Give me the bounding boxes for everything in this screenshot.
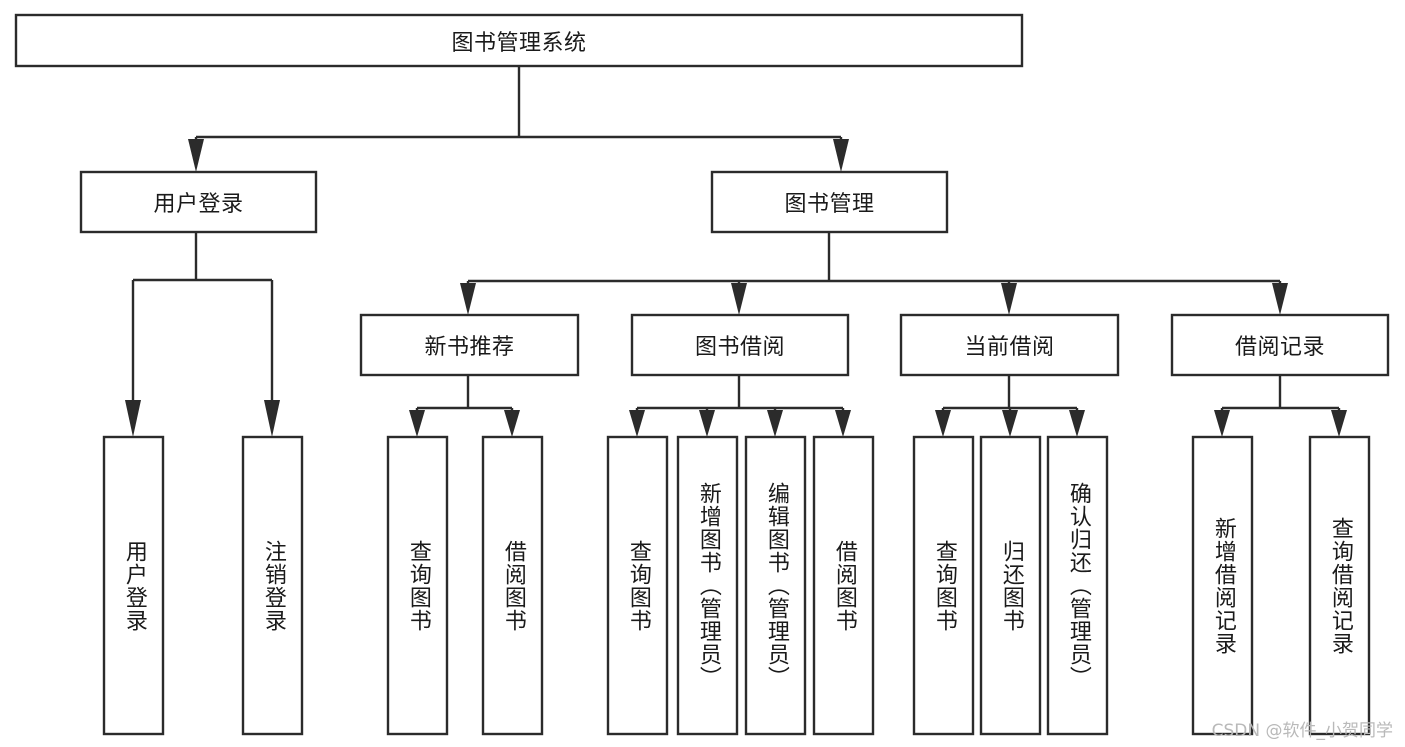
arrowhead-leaf-logout xyxy=(264,400,280,437)
node-box-leaf-edit-book[interactable] xyxy=(744,435,807,736)
node-box-leaf-query-book-c[interactable] xyxy=(912,435,975,736)
node-box-current-borrow[interactable] xyxy=(899,313,1120,377)
node-box-new-book-recommend[interactable] xyxy=(359,313,580,377)
node-box-leaf-logout[interactable] xyxy=(241,435,304,736)
node-box-leaf-add-book[interactable] xyxy=(676,435,739,736)
arrowhead-leaf-query-record xyxy=(1331,410,1347,437)
arrowhead-to-borrow-record xyxy=(1272,283,1288,315)
node-box-leaf-borrow-book-a[interactable] xyxy=(481,435,544,736)
node-box-root[interactable] xyxy=(14,13,1024,68)
node-box-leaf-user-login[interactable] xyxy=(102,435,165,736)
node-box-leaf-query-book-a[interactable] xyxy=(386,435,449,736)
arrowhead-leaf-return-book xyxy=(1002,410,1018,437)
arrowhead-to-user-login xyxy=(188,139,204,172)
connectors-user-login-to-leaves xyxy=(125,232,280,437)
arrowhead-leaf-edit-book xyxy=(767,410,783,437)
arrowhead-to-new-book xyxy=(460,283,476,315)
node-box-leaf-return-book[interactable] xyxy=(979,435,1042,736)
arrowhead-to-current-borrow xyxy=(1001,283,1017,315)
arrowhead-to-book-mgmt xyxy=(833,139,849,172)
node-box-book-management[interactable] xyxy=(710,170,949,234)
connectors-borrow-record-to-leaves xyxy=(1214,375,1347,437)
connectors-book-mgmt-to-level3 xyxy=(460,232,1288,315)
arrowhead-leaf-borrow-book-a xyxy=(504,410,520,437)
arrowhead-to-book-borrow xyxy=(731,283,747,315)
node-box-borrow-record[interactable] xyxy=(1170,313,1390,377)
node-box-leaf-borrow-book-b[interactable] xyxy=(812,435,875,736)
node-box-book-borrow[interactable] xyxy=(630,313,850,377)
node-box-leaf-add-record[interactable] xyxy=(1191,435,1254,736)
arrowhead-leaf-query-book-a xyxy=(409,410,425,437)
connectors-new-book-to-leaves xyxy=(409,375,520,437)
arrowhead-leaf-user-login xyxy=(125,400,141,437)
connectors-book-borrow-to-leaves xyxy=(629,375,851,437)
arrowhead-leaf-confirm-return xyxy=(1069,410,1085,437)
connectors-current-borrow-to-leaves xyxy=(935,375,1085,437)
node-box-leaf-confirm-return[interactable] xyxy=(1046,435,1109,736)
node-box-leaf-query-record[interactable] xyxy=(1308,435,1371,736)
node-box-user-login[interactable] xyxy=(79,170,318,234)
arrowhead-leaf-borrow-book-b xyxy=(835,410,851,437)
arrowhead-leaf-add-book xyxy=(699,410,715,437)
arrowhead-leaf-query-book-c xyxy=(935,410,951,437)
node-box-leaf-query-book-b[interactable] xyxy=(606,435,669,736)
arrowhead-leaf-query-book-b xyxy=(629,410,645,437)
arrowhead-leaf-add-record xyxy=(1214,410,1230,437)
connectors-root-to-level2 xyxy=(188,66,849,172)
